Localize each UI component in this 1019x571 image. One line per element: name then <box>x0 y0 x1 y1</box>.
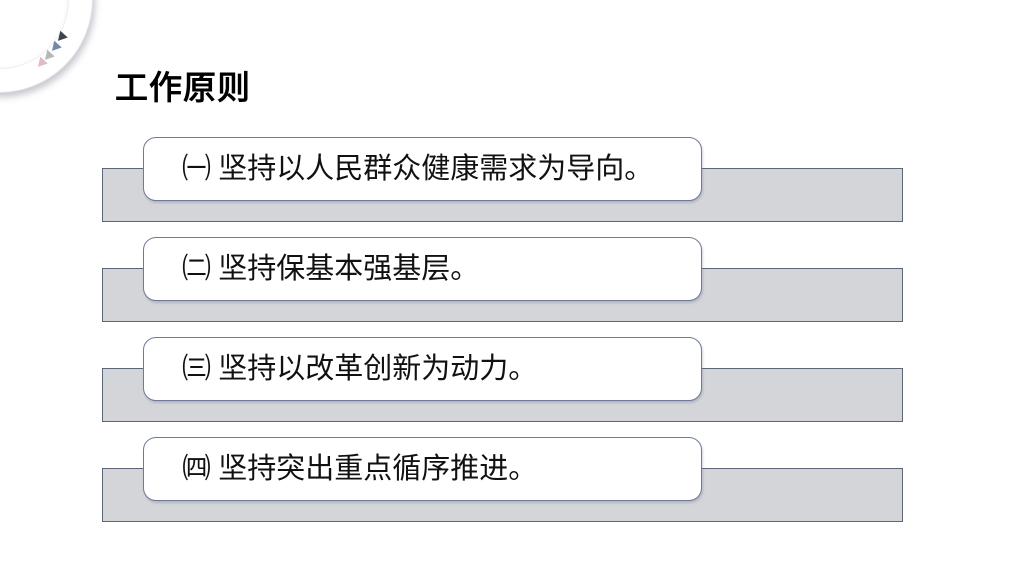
principle-box: ㈡ 坚持保基本强基层。 <box>143 237 702 301</box>
principle-text: ㈠ 坚持以人民群众健康需求为导向。 <box>182 152 654 185</box>
principle-row: ㈡ 坚持保基本强基层。 <box>0 237 1019 337</box>
principle-row: ㈢ 坚持以改革创新为动力。 <box>0 337 1019 437</box>
principle-text: ㈢ 坚持以改革创新为动力。 <box>182 352 538 385</box>
principle-box: ㈢ 坚持以改革创新为动力。 <box>143 337 702 401</box>
principle-row: ㈠ 坚持以人民群众健康需求为导向。 <box>0 137 1019 237</box>
principle-box: ㈠ 坚持以人民群众健康需求为导向。 <box>143 137 702 201</box>
principle-text: ㈡ 坚持保基本强基层。 <box>182 252 480 285</box>
principle-text: ㈣ 坚持突出重点循序推进。 <box>182 452 538 485</box>
page-title: 工作原则 <box>115 69 251 106</box>
principle-box: ㈣ 坚持突出重点循序推进。 <box>143 437 702 501</box>
principle-row: ㈣ 坚持突出重点循序推进。 <box>0 437 1019 537</box>
